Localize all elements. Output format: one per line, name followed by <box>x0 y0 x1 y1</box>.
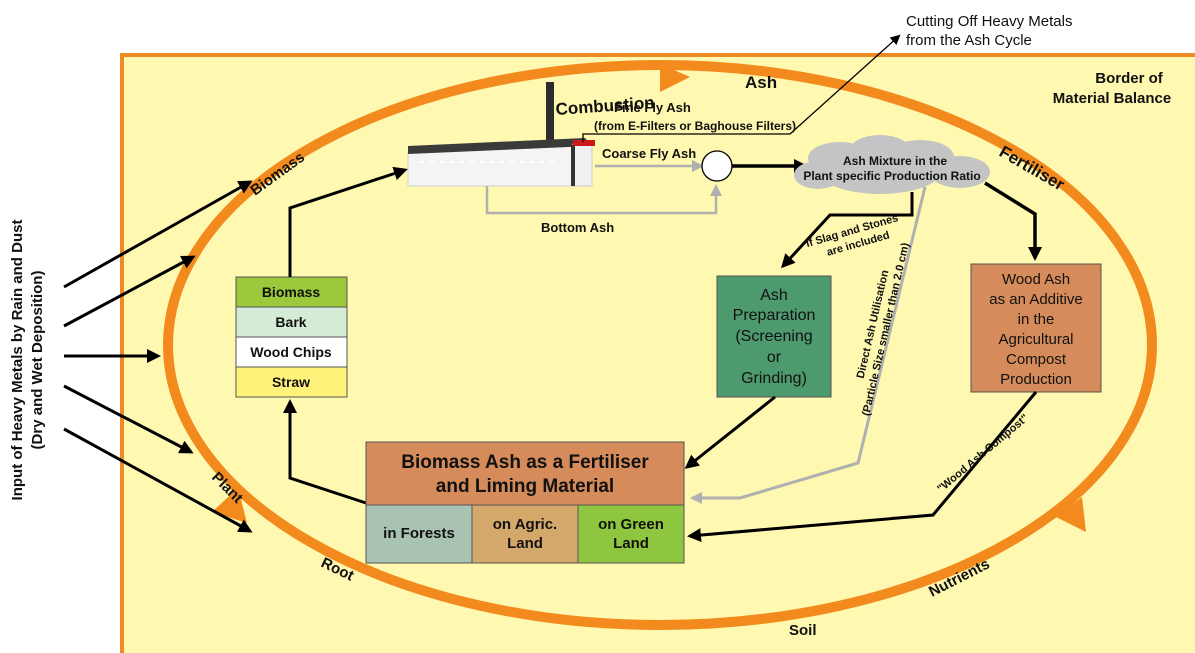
ash-preparation-box <box>716 275 832 398</box>
fuel-straw: Straw <box>272 374 310 390</box>
bottom-ash-label: Bottom Ash <box>541 220 614 235</box>
additive-line-4: Agricultural <box>998 331 1073 348</box>
combustion-plant <box>407 82 595 187</box>
additive-line-6: Production <box>1000 371 1072 388</box>
fertiliser-agric-cell <box>471 504 579 564</box>
preparation-line-4: or <box>767 349 782 366</box>
compost-additive-box <box>970 263 1102 393</box>
cycle-label-ash: Ash <box>745 73 777 92</box>
fertiliser-forests-cell <box>365 504 473 564</box>
fuel-stack: Biomass Bark Wood Chips Straw <box>235 276 348 398</box>
fertiliser-green-cell <box>577 504 685 564</box>
cycle-label-soil: Soil <box>789 622 817 639</box>
ash-mixing-node <box>701 150 733 182</box>
additive-line-1: Wood Ash <box>1002 271 1070 288</box>
border-title-line1: Border of <box>1095 70 1164 87</box>
preparation-line-2: Preparation <box>733 307 816 324</box>
fertiliser-title-line2: and Liming Material <box>436 476 614 497</box>
fertiliser-forests-label: in Forests <box>383 525 455 542</box>
fertiliser-to-fuel-arrow <box>283 399 367 505</box>
direct-utilisation-arrow <box>690 186 927 504</box>
input-arrow-5 <box>63 427 253 533</box>
fine-fly-ash-cutoff-line <box>582 34 901 142</box>
fuel-bark: Bark <box>275 314 306 330</box>
cloud-to-preparation-arrow <box>780 192 914 269</box>
fertiliser-green-label-line2: Land <box>613 535 649 552</box>
fuel-biomass: Biomass <box>262 284 321 300</box>
additive-line-3: in the <box>1018 311 1055 328</box>
cutoff-note-line1: Cutting Off Heavy Metals <box>906 13 1072 30</box>
cutoff-note-line2: from the Ash Cycle <box>906 32 1032 49</box>
coarse-fly-ash-label: Coarse Fly Ash <box>602 146 696 161</box>
preparation-line-5: Grinding) <box>741 370 807 387</box>
input-label-line2: (Dry and Wet Deposition) <box>29 271 46 450</box>
bottom-ash-arrow <box>485 184 722 215</box>
input-arrow-2 <box>63 255 196 328</box>
fuel-to-plant-arrow <box>288 166 408 277</box>
fuel-wood-chips: Wood Chips <box>250 344 332 360</box>
cycle-arrowhead-top <box>660 64 690 92</box>
preparation-line-3: (Screening <box>735 328 812 345</box>
fine-fly-ash-label: Fine Fly Ash <box>614 100 691 115</box>
compost-to-green-land-arrow <box>687 391 1038 543</box>
fertiliser-agric-label-line1: on Agric. <box>493 516 557 533</box>
fertiliser-green-label-line1: on Green <box>598 516 664 533</box>
ash-mixture-cloud <box>794 135 990 194</box>
fine-fly-ash-source-label: (from E-Filters or Baghouse Filters) <box>594 119 796 133</box>
input-arrow-1 <box>63 180 253 289</box>
fertiliser-title-line1: Biomass Ash as a Fertiliser <box>401 452 649 473</box>
additive-line-5: Compost <box>1006 351 1067 368</box>
preparation-to-fertiliser-arrow <box>684 395 776 469</box>
cloud-to-additive-arrow <box>984 181 1042 261</box>
fertiliser-header-box <box>365 441 685 506</box>
input-arrow-4 <box>63 384 194 454</box>
fertiliser-agric-label-line2: Land <box>507 535 543 552</box>
input-label-line1: Input of Heavy Metals by Rain and Dust <box>9 220 26 501</box>
additive-line-2: as an Additive <box>989 291 1082 308</box>
ash-mixture-label-line2: Plant specific Production Ratio <box>803 169 980 183</box>
cycle-arrowhead-right <box>1056 497 1086 532</box>
border-title-line2: Material Balance <box>1053 90 1171 107</box>
ash-mixture-label-line1: Ash Mixture in the <box>843 154 947 168</box>
preparation-line-1: Ash <box>760 287 788 304</box>
